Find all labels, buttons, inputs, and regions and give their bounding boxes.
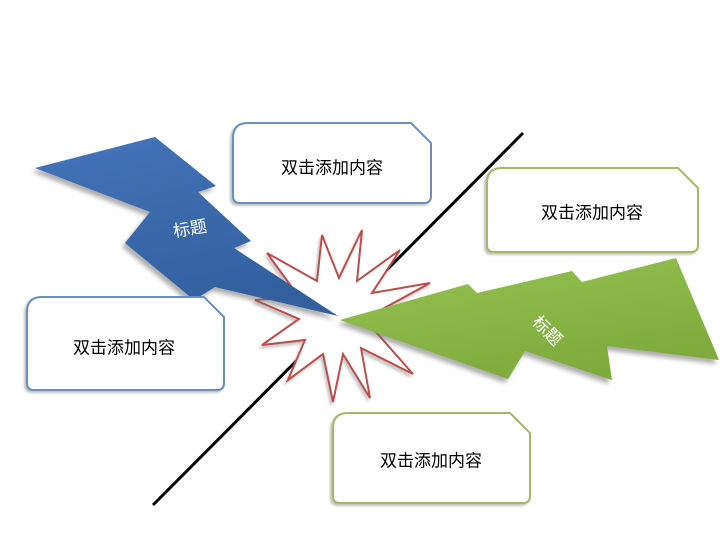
callout-left-text: 双击添加内容 (73, 339, 175, 358)
callout-bottom[interactable]: 双击添加内容 (332, 412, 531, 504)
green-lightning-bolt-shape[interactable] (340, 258, 719, 380)
blue-lightning-bolt[interactable]: 标题 (35, 137, 338, 316)
callout-top[interactable]: 双击添加内容 (232, 122, 432, 204)
explosion-star-shape[interactable] (254, 229, 441, 403)
callout-bottom-text: 双击添加内容 (380, 452, 482, 471)
callout-right[interactable]: 双击添加内容 (486, 167, 699, 253)
callout-top-box[interactable] (232, 122, 432, 204)
callout-top-text: 双击添加内容 (281, 159, 383, 178)
callout-left[interactable]: 双击添加内容 (26, 296, 225, 391)
blue-lightning-bolt-shape[interactable] (35, 137, 338, 316)
callout-left-box[interactable] (26, 296, 225, 391)
callout-right-text: 双击添加内容 (541, 204, 643, 223)
green-lightning-bolt[interactable]: 标题 (340, 258, 719, 380)
callout-bottom-box[interactable] (332, 412, 531, 504)
callout-right-box[interactable] (486, 167, 699, 253)
